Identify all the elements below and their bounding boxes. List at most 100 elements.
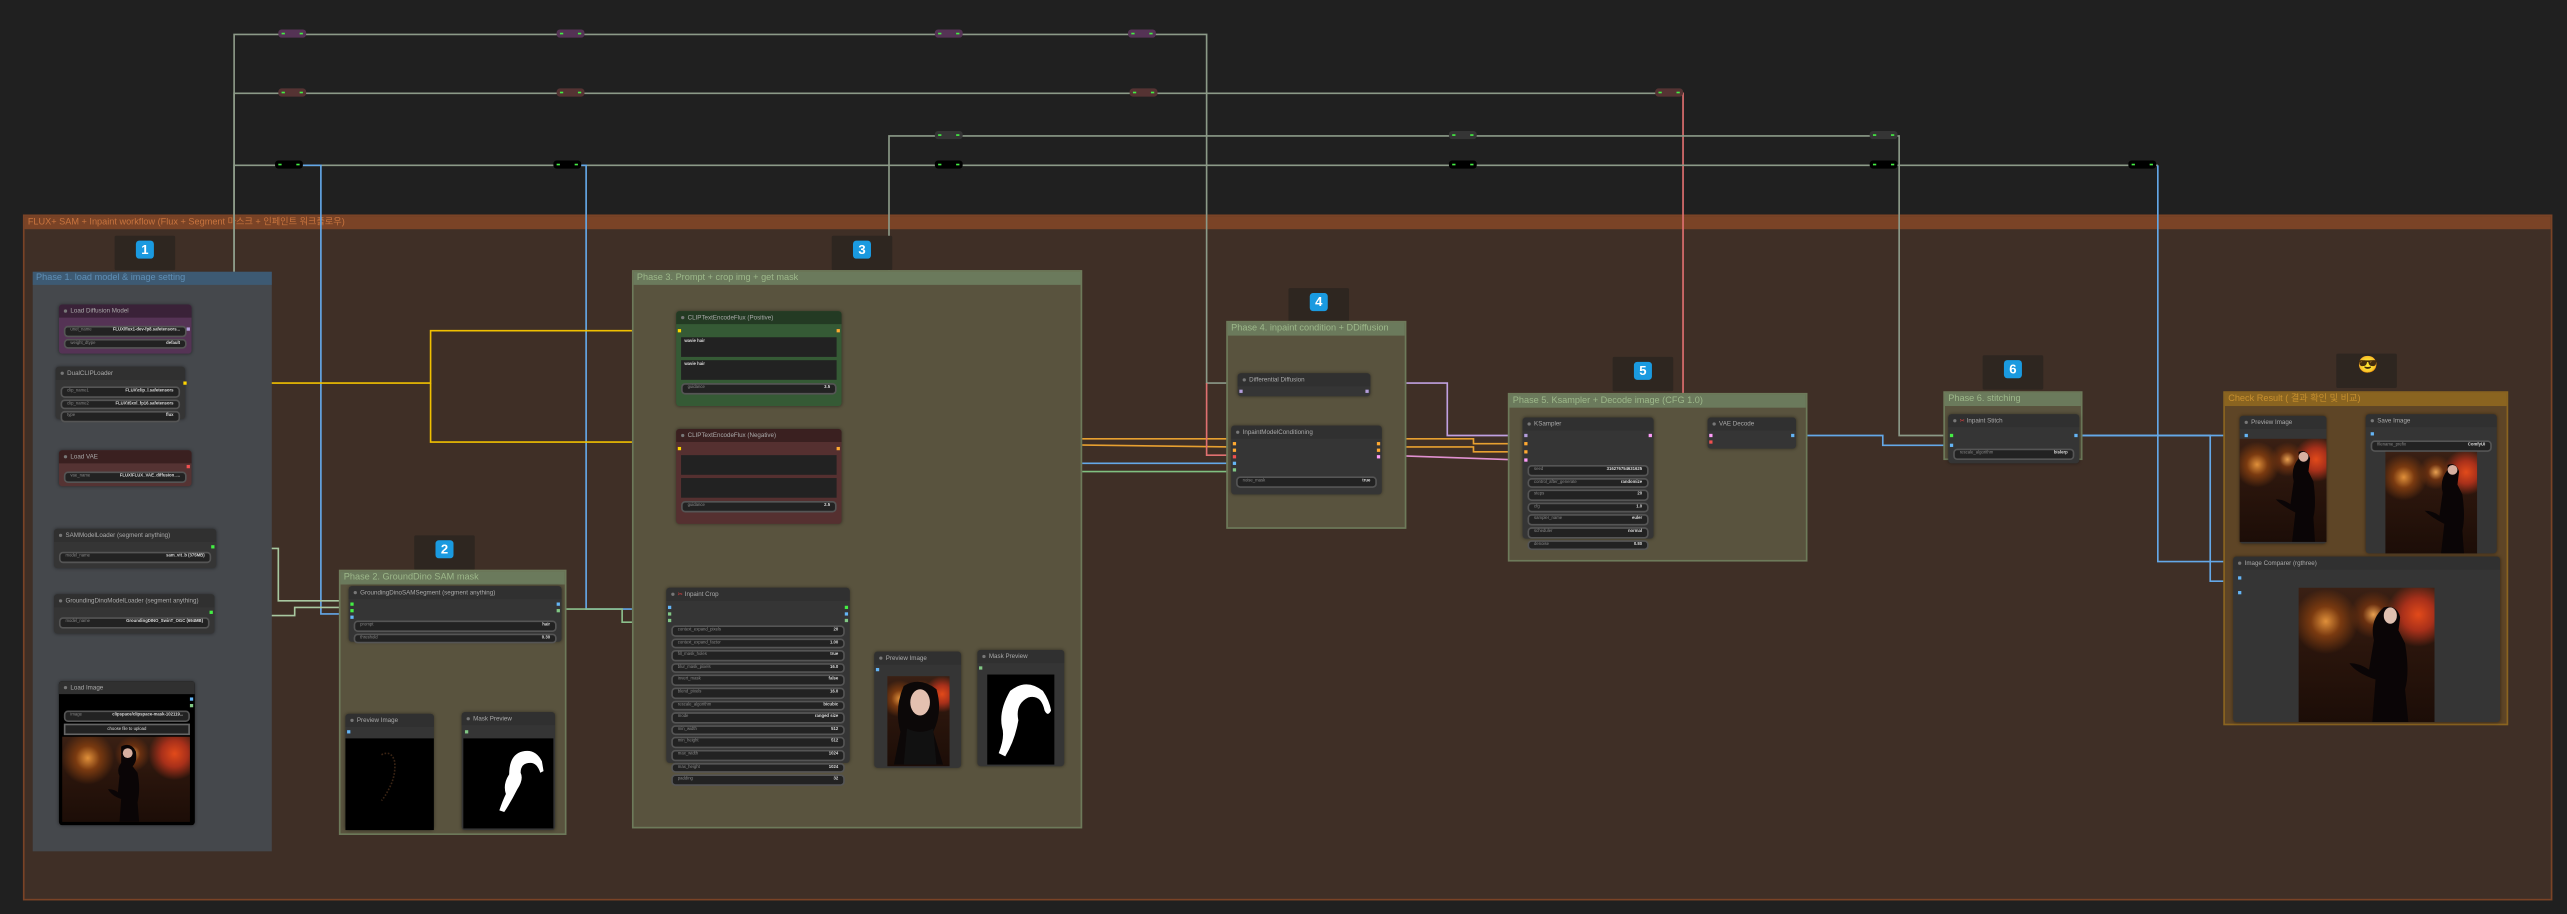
input-slot-samples[interactable] — [1709, 433, 1713, 438]
input-slot-image-a[interactable] — [2238, 576, 2242, 580]
reroute[interactable] — [934, 130, 963, 140]
output-slot-dino-model[interactable] — [209, 610, 213, 614]
input-slot-images[interactable] — [347, 730, 351, 734]
output-slot-sam-model[interactable] — [211, 545, 215, 549]
reroute[interactable] — [1655, 88, 1684, 97]
input-slot-pixels[interactable] — [1232, 461, 1237, 465]
reroute[interactable] — [934, 160, 963, 169]
reroute[interactable] — [1129, 88, 1158, 97]
input-slot-vae[interactable] — [1709, 440, 1713, 444]
reroute[interactable] — [556, 29, 585, 38]
input-slot-mask[interactable] — [979, 666, 983, 670]
reroute[interactable] — [1448, 160, 1477, 169]
node-sam-model-loader[interactable]: SAMModelLoader (segment anything) model_… — [54, 528, 217, 569]
input-slot-negative[interactable] — [1524, 450, 1528, 454]
output-slot-cropped-image[interactable] — [844, 612, 849, 616]
input-slot-optional-context-mask[interactable] — [667, 618, 672, 623]
input-slot-inpainted-image[interactable] — [1949, 443, 1954, 447]
output-slot-image[interactable] — [2074, 433, 2078, 438]
reroute[interactable] — [553, 160, 582, 169]
input-slot-mask[interactable] — [1232, 468, 1237, 472]
input-slot-images[interactable] — [2244, 433, 2248, 438]
output-slot-conditioning[interactable] — [836, 446, 840, 451]
node-vae-decode[interactable]: VAE Decode — [1707, 417, 1797, 449]
reroute[interactable] — [275, 160, 303, 169]
reroute[interactable] — [278, 88, 307, 97]
node-differential-diffusion[interactable]: Differential Diffusion — [1237, 373, 1371, 397]
output-slot-stitcher[interactable] — [844, 605, 849, 610]
input-slot-image[interactable] — [667, 605, 672, 610]
input-slot-negative[interactable] — [1232, 448, 1237, 452]
input-slot-model[interactable] — [1239, 389, 1243, 393]
input-slot-sam-model[interactable] — [350, 602, 354, 606]
input-slot-image-b[interactable] — [2238, 591, 2242, 595]
node-groundingdino-sam-segment[interactable]: GroundingDinoSAMSegment (segment anythin… — [348, 586, 562, 644]
node-preview-image-phase2[interactable]: Preview Image — [345, 713, 434, 831]
node-mask-preview-phase2[interactable]: Mask Preview — [461, 712, 556, 831]
input-slot-vae[interactable] — [1232, 455, 1237, 459]
reroute[interactable] — [1869, 130, 1898, 140]
output-slot-clip[interactable] — [183, 381, 187, 385]
reroute[interactable] — [278, 29, 307, 38]
input-slot-clip[interactable] — [677, 329, 682, 333]
clip-l-textarea[interactable]: wavie hair — [681, 337, 837, 357]
output-slot-positive[interactable] — [1376, 442, 1381, 446]
t5xxl-textarea[interactable] — [681, 478, 837, 498]
input-slot-positive[interactable] — [1232, 442, 1237, 446]
output-slot-latent[interactable] — [1648, 433, 1652, 438]
output-slot-image[interactable] — [1791, 433, 1795, 438]
node-preview-image-phase3[interactable]: Preview Image — [874, 651, 962, 768]
output-slot-image[interactable] — [556, 602, 560, 606]
reroute[interactable] — [934, 29, 963, 38]
input-slot-mask[interactable] — [464, 730, 469, 734]
reroute[interactable] — [2128, 160, 2157, 169]
input-slot-model[interactable] — [1524, 433, 1528, 438]
node-groundingdino-model-loader[interactable]: GroundingDinoModelLoader (segment anythi… — [54, 594, 215, 634]
output-slot-model[interactable] — [1365, 389, 1369, 393]
reroute[interactable] — [1128, 29, 1156, 38]
output-slot-conditioning[interactable] — [836, 329, 840, 333]
input-slot-clip[interactable] — [677, 446, 682, 451]
t5xxl-textarea[interactable]: wavie hair — [681, 360, 837, 380]
node-mask-preview-phase3[interactable]: Mask Preview — [977, 649, 1065, 767]
input-slot-images[interactable] — [2370, 432, 2374, 436]
output-slot-latent[interactable] — [1376, 455, 1381, 459]
